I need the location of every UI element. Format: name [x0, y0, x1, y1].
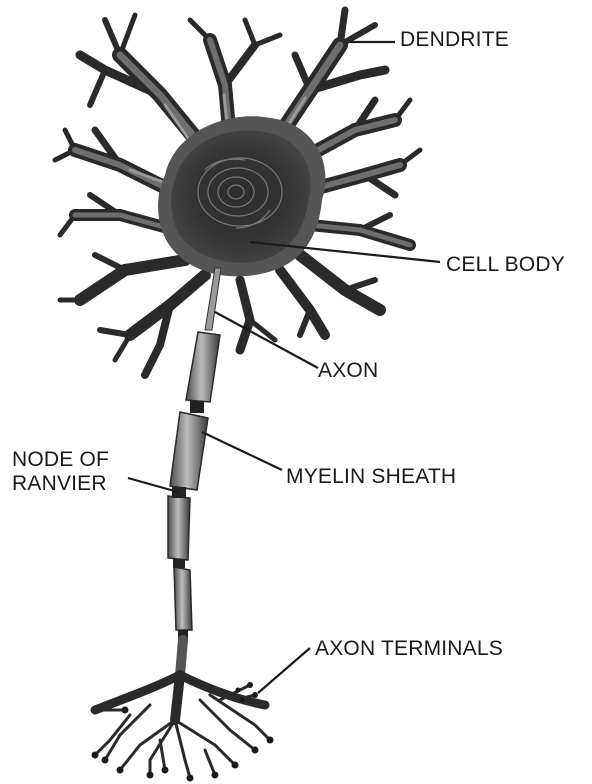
axon-terminals-leader — [258, 648, 310, 693]
myelin-sheath-label: MYELIN SHEATH — [286, 465, 456, 489]
cell-body — [158, 116, 325, 276]
node-of-ranvier-label-line1: NODE OF — [12, 448, 109, 472]
axon-label: AXON — [318, 359, 378, 383]
node-of-ranvier-label: NODE OF RANVIER — [12, 448, 109, 496]
axon-terminals — [92, 640, 274, 782]
myelin-sheath — [168, 332, 220, 630]
node-of-ranvier-label-line2: RANVIER — [12, 472, 109, 496]
myelin-sheath-leader — [202, 432, 282, 470]
cell-body-label: CELL BODY — [446, 253, 565, 277]
axon-terminals-label: AXON TERMINALS — [315, 637, 503, 661]
dendrite-label: DENDRITE — [400, 28, 509, 52]
axon-leader — [215, 312, 318, 368]
